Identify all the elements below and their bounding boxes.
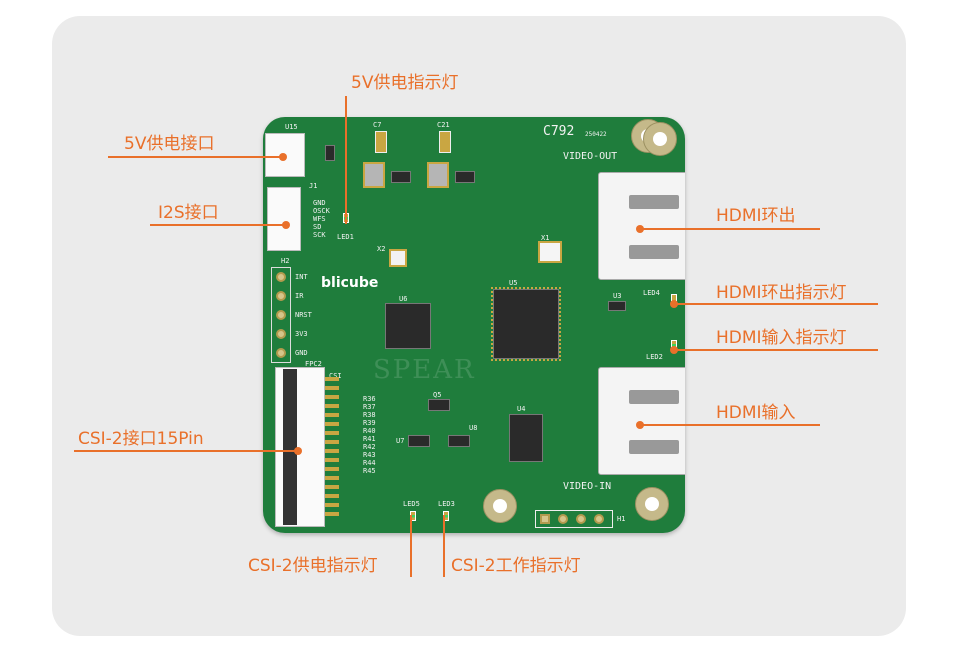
- mount-hole: [635, 487, 669, 521]
- mount-hole: [643, 122, 677, 156]
- ref-csi: CSI: [329, 372, 342, 380]
- callout-csi-power-led: CSI-2供电指示灯: [248, 556, 378, 576]
- inductor-l2: [427, 162, 449, 188]
- callout-power-port: 5V供电接口: [124, 134, 215, 154]
- callout-csi-port: CSI-2接口15Pin: [78, 429, 204, 449]
- i2s-pin-label: SCK: [313, 231, 326, 239]
- ref-led1: LED1: [337, 233, 354, 241]
- callout-hdmi-in-led: HDMI输入指示灯: [716, 328, 847, 348]
- i2s-connector: [267, 187, 301, 251]
- header-pin-label: IR: [295, 292, 304, 300]
- header-pin-label: 3V3: [295, 330, 308, 338]
- video-out-label: VIDEO-OUT: [563, 151, 618, 162]
- i2s-pin-label: WFS: [313, 215, 326, 223]
- ref-j1: J1: [309, 182, 318, 190]
- callout-i2s-port: I2S接口: [158, 203, 219, 223]
- blicube-logo: blicube: [321, 275, 379, 291]
- callout-line: [345, 96, 347, 224]
- callout-power-led: 5V供电指示灯: [351, 73, 459, 93]
- date-code: 250422: [585, 131, 607, 138]
- header-pin-label: NRST: [295, 311, 312, 319]
- callout-hdmi-out: HDMI环出: [716, 206, 796, 226]
- chip-u6: [385, 303, 431, 349]
- i2s-pin-label: OSCK: [313, 207, 330, 215]
- chip-u5: [491, 287, 561, 361]
- callout-hdmi-out-led: HDMI环出指示灯: [716, 283, 847, 303]
- inductor-l1: [363, 162, 385, 188]
- header-pin-label: INT: [295, 273, 308, 281]
- i2s-pin-label: GND: [313, 199, 326, 207]
- callout-csi-work-led: CSI-2工作指示灯: [451, 556, 581, 576]
- watermark: SPEAR: [373, 355, 476, 385]
- ref-fpc2: FPC2: [305, 360, 322, 368]
- board-model: C792: [543, 124, 575, 139]
- mount-hole: [483, 489, 517, 523]
- video-in-label: VIDEO-IN: [563, 481, 612, 492]
- ref-u15: U15: [285, 123, 298, 131]
- chip-u4: [509, 414, 543, 462]
- header-pin-label: GND: [295, 349, 308, 357]
- pcb-board: SPEAR C792 250422 VIDEO-OUT VIDEO-IN U15…: [263, 117, 685, 533]
- callout-hdmi-in: HDMI输入: [716, 403, 796, 423]
- power-connector: [265, 133, 305, 177]
- ref-h2: H2: [281, 257, 290, 265]
- i2s-pin-label: SD: [313, 223, 322, 231]
